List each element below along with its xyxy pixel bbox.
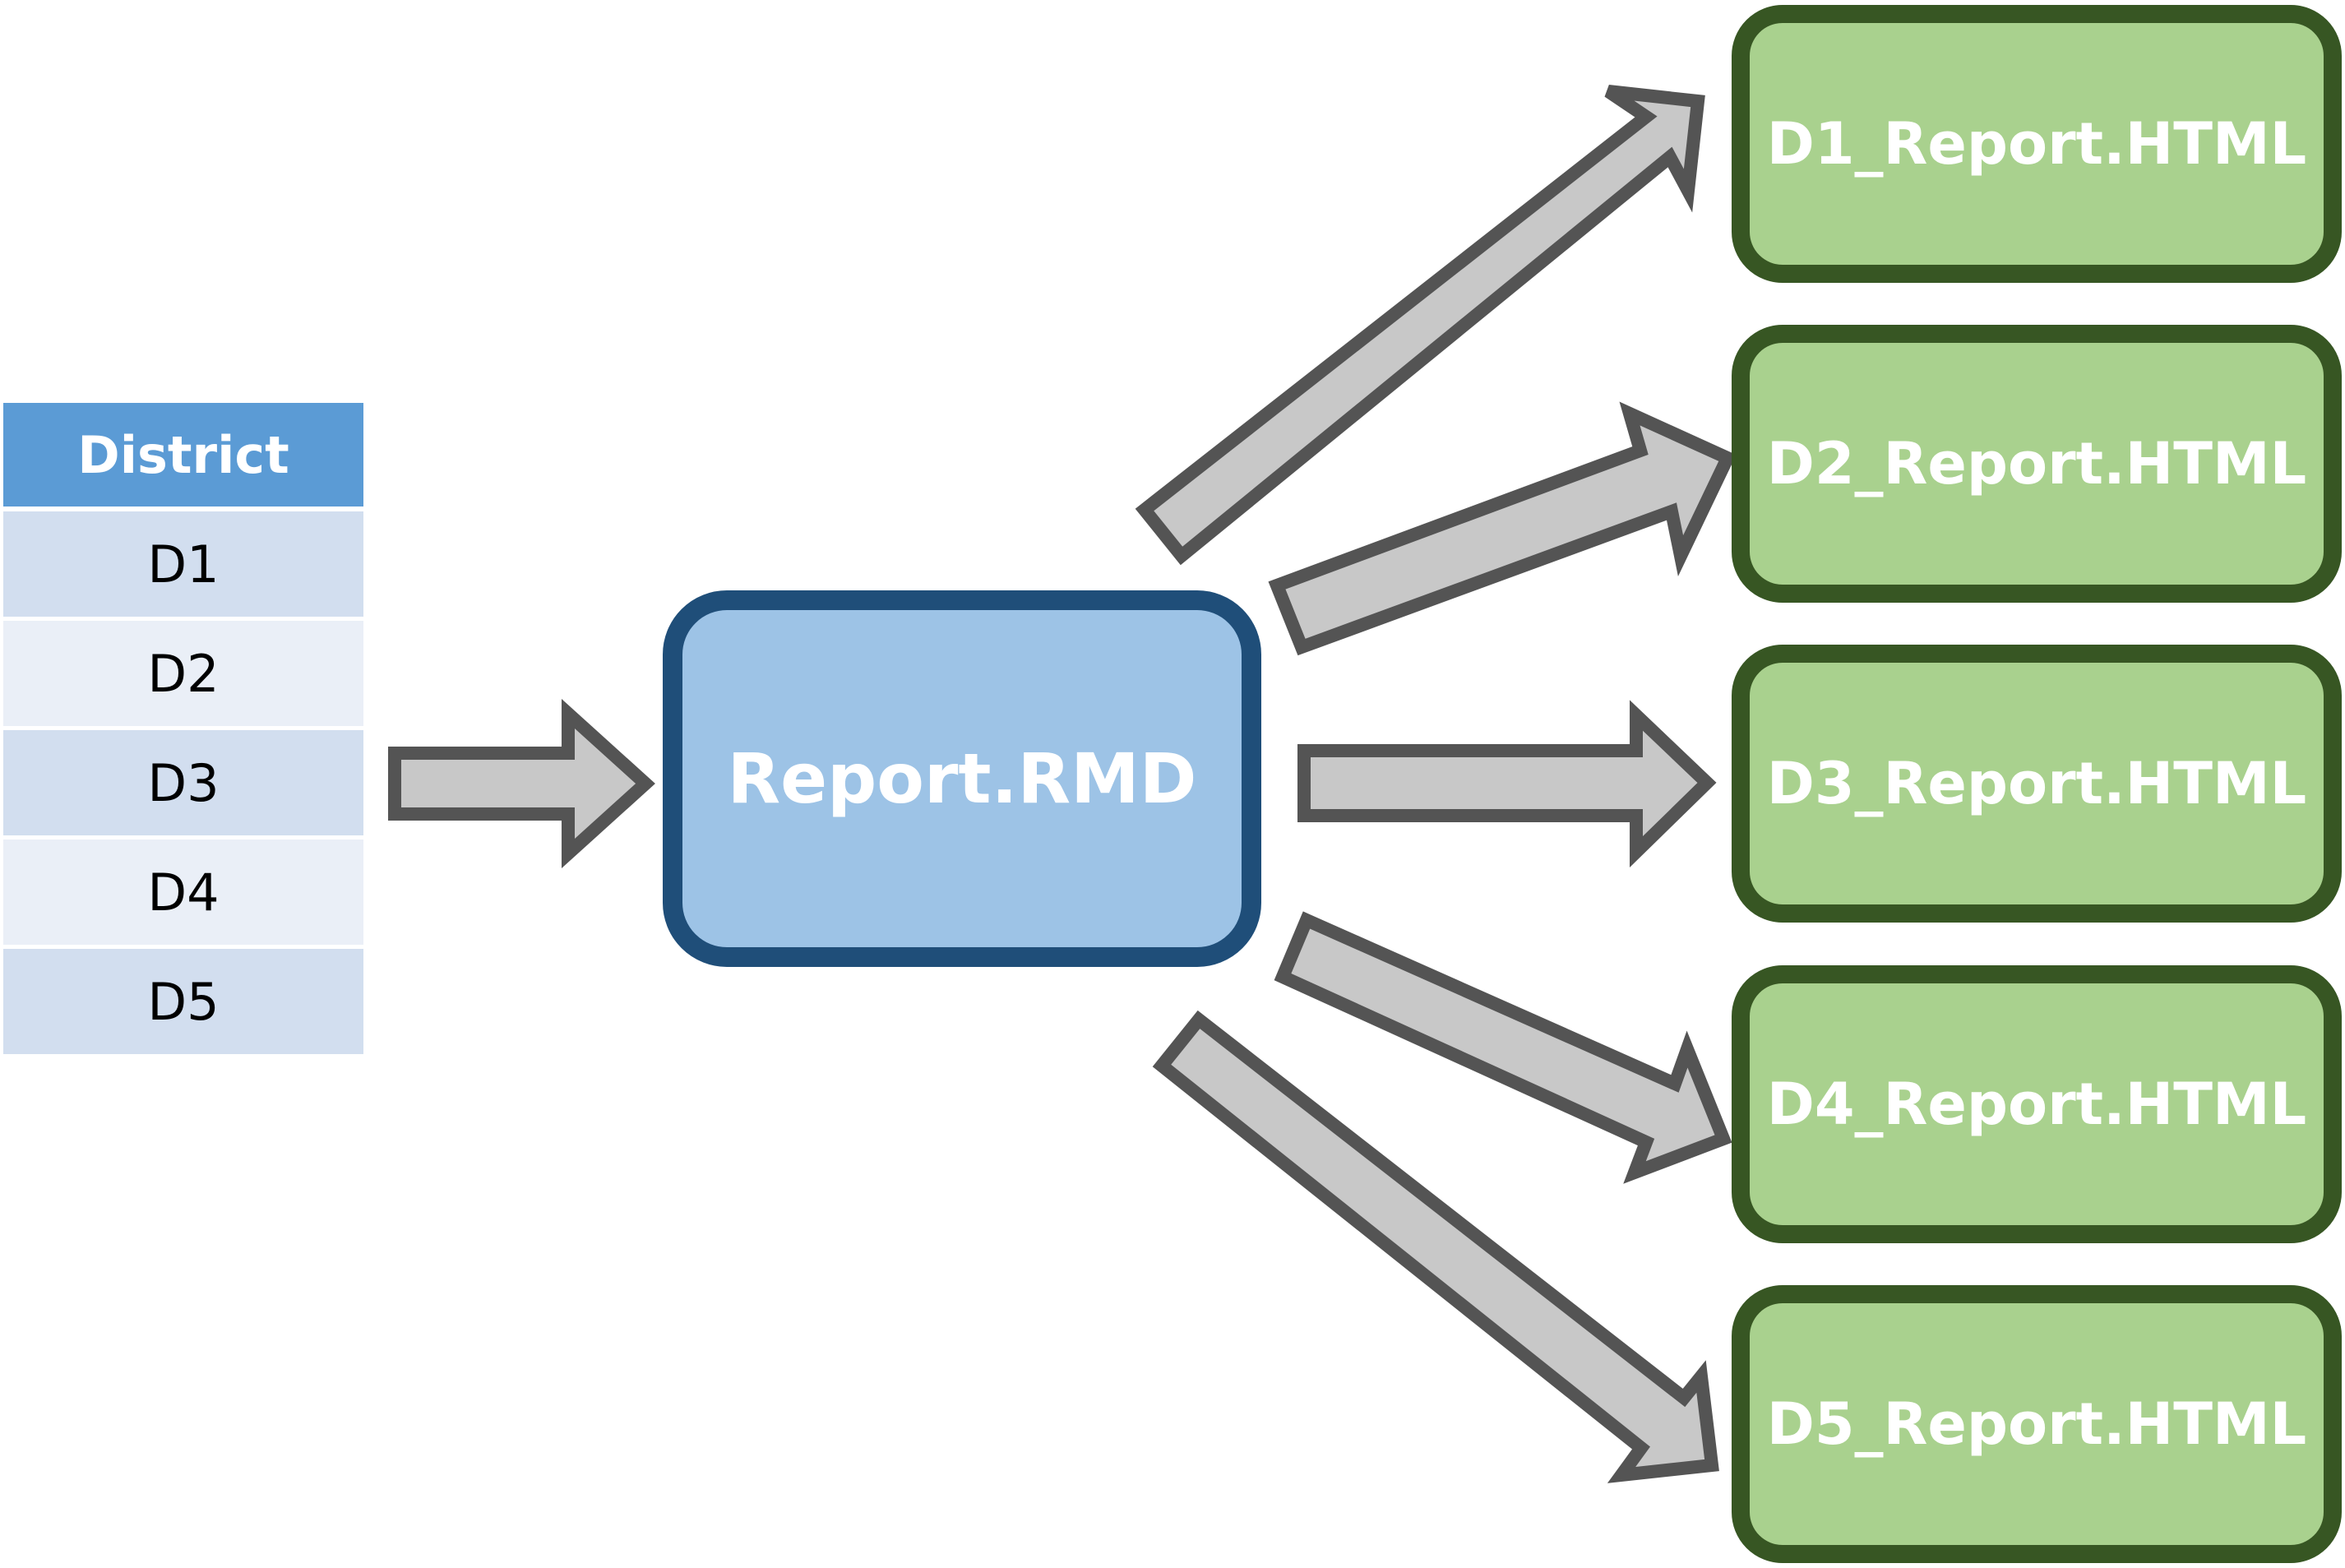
district-row-d4: D4	[3, 840, 363, 945]
output-d3-label: D3_Report.HTML	[1766, 750, 2307, 817]
arrow-to-d2	[1268, 401, 1737, 656]
report-rmd-label: Report.RMD	[727, 738, 1197, 819]
output-d3-report: D3_Report.HTML	[1732, 645, 2342, 923]
arrow-input	[388, 698, 655, 869]
district-row-d2: D2	[3, 621, 363, 726]
district-row-d5: D5	[3, 949, 363, 1054]
arrow-to-d5	[1152, 1010, 1719, 1483]
output-d5-report: D5_Report.HTML	[1732, 1285, 2342, 1563]
output-d4-report: D4_Report.HTML	[1732, 965, 2342, 1243]
district-table: District D1 D2 D3 D4 D5	[3, 403, 363, 1058]
district-table-header: District	[3, 403, 363, 506]
arrow-to-d4	[1274, 911, 1732, 1184]
output-d5-label: D5_Report.HTML	[1766, 1390, 2307, 1458]
arrow-to-d3	[1297, 700, 1717, 867]
output-d1-report: D1_Report.HTML	[1732, 5, 2342, 283]
output-d2-report: D2_Report.HTML	[1732, 325, 2342, 603]
output-d1-label: D1_Report.HTML	[1766, 110, 2307, 178]
output-d4-label: D4_Report.HTML	[1766, 1071, 2307, 1138]
report-rmd-template: Report.RMD	[663, 590, 1261, 967]
arrow-to-d1	[1135, 85, 1705, 566]
district-row-d3: D3	[3, 730, 363, 835]
district-row-d1: D1	[3, 511, 363, 617]
output-d2-label: D2_Report.HTML	[1766, 430, 2307, 497]
